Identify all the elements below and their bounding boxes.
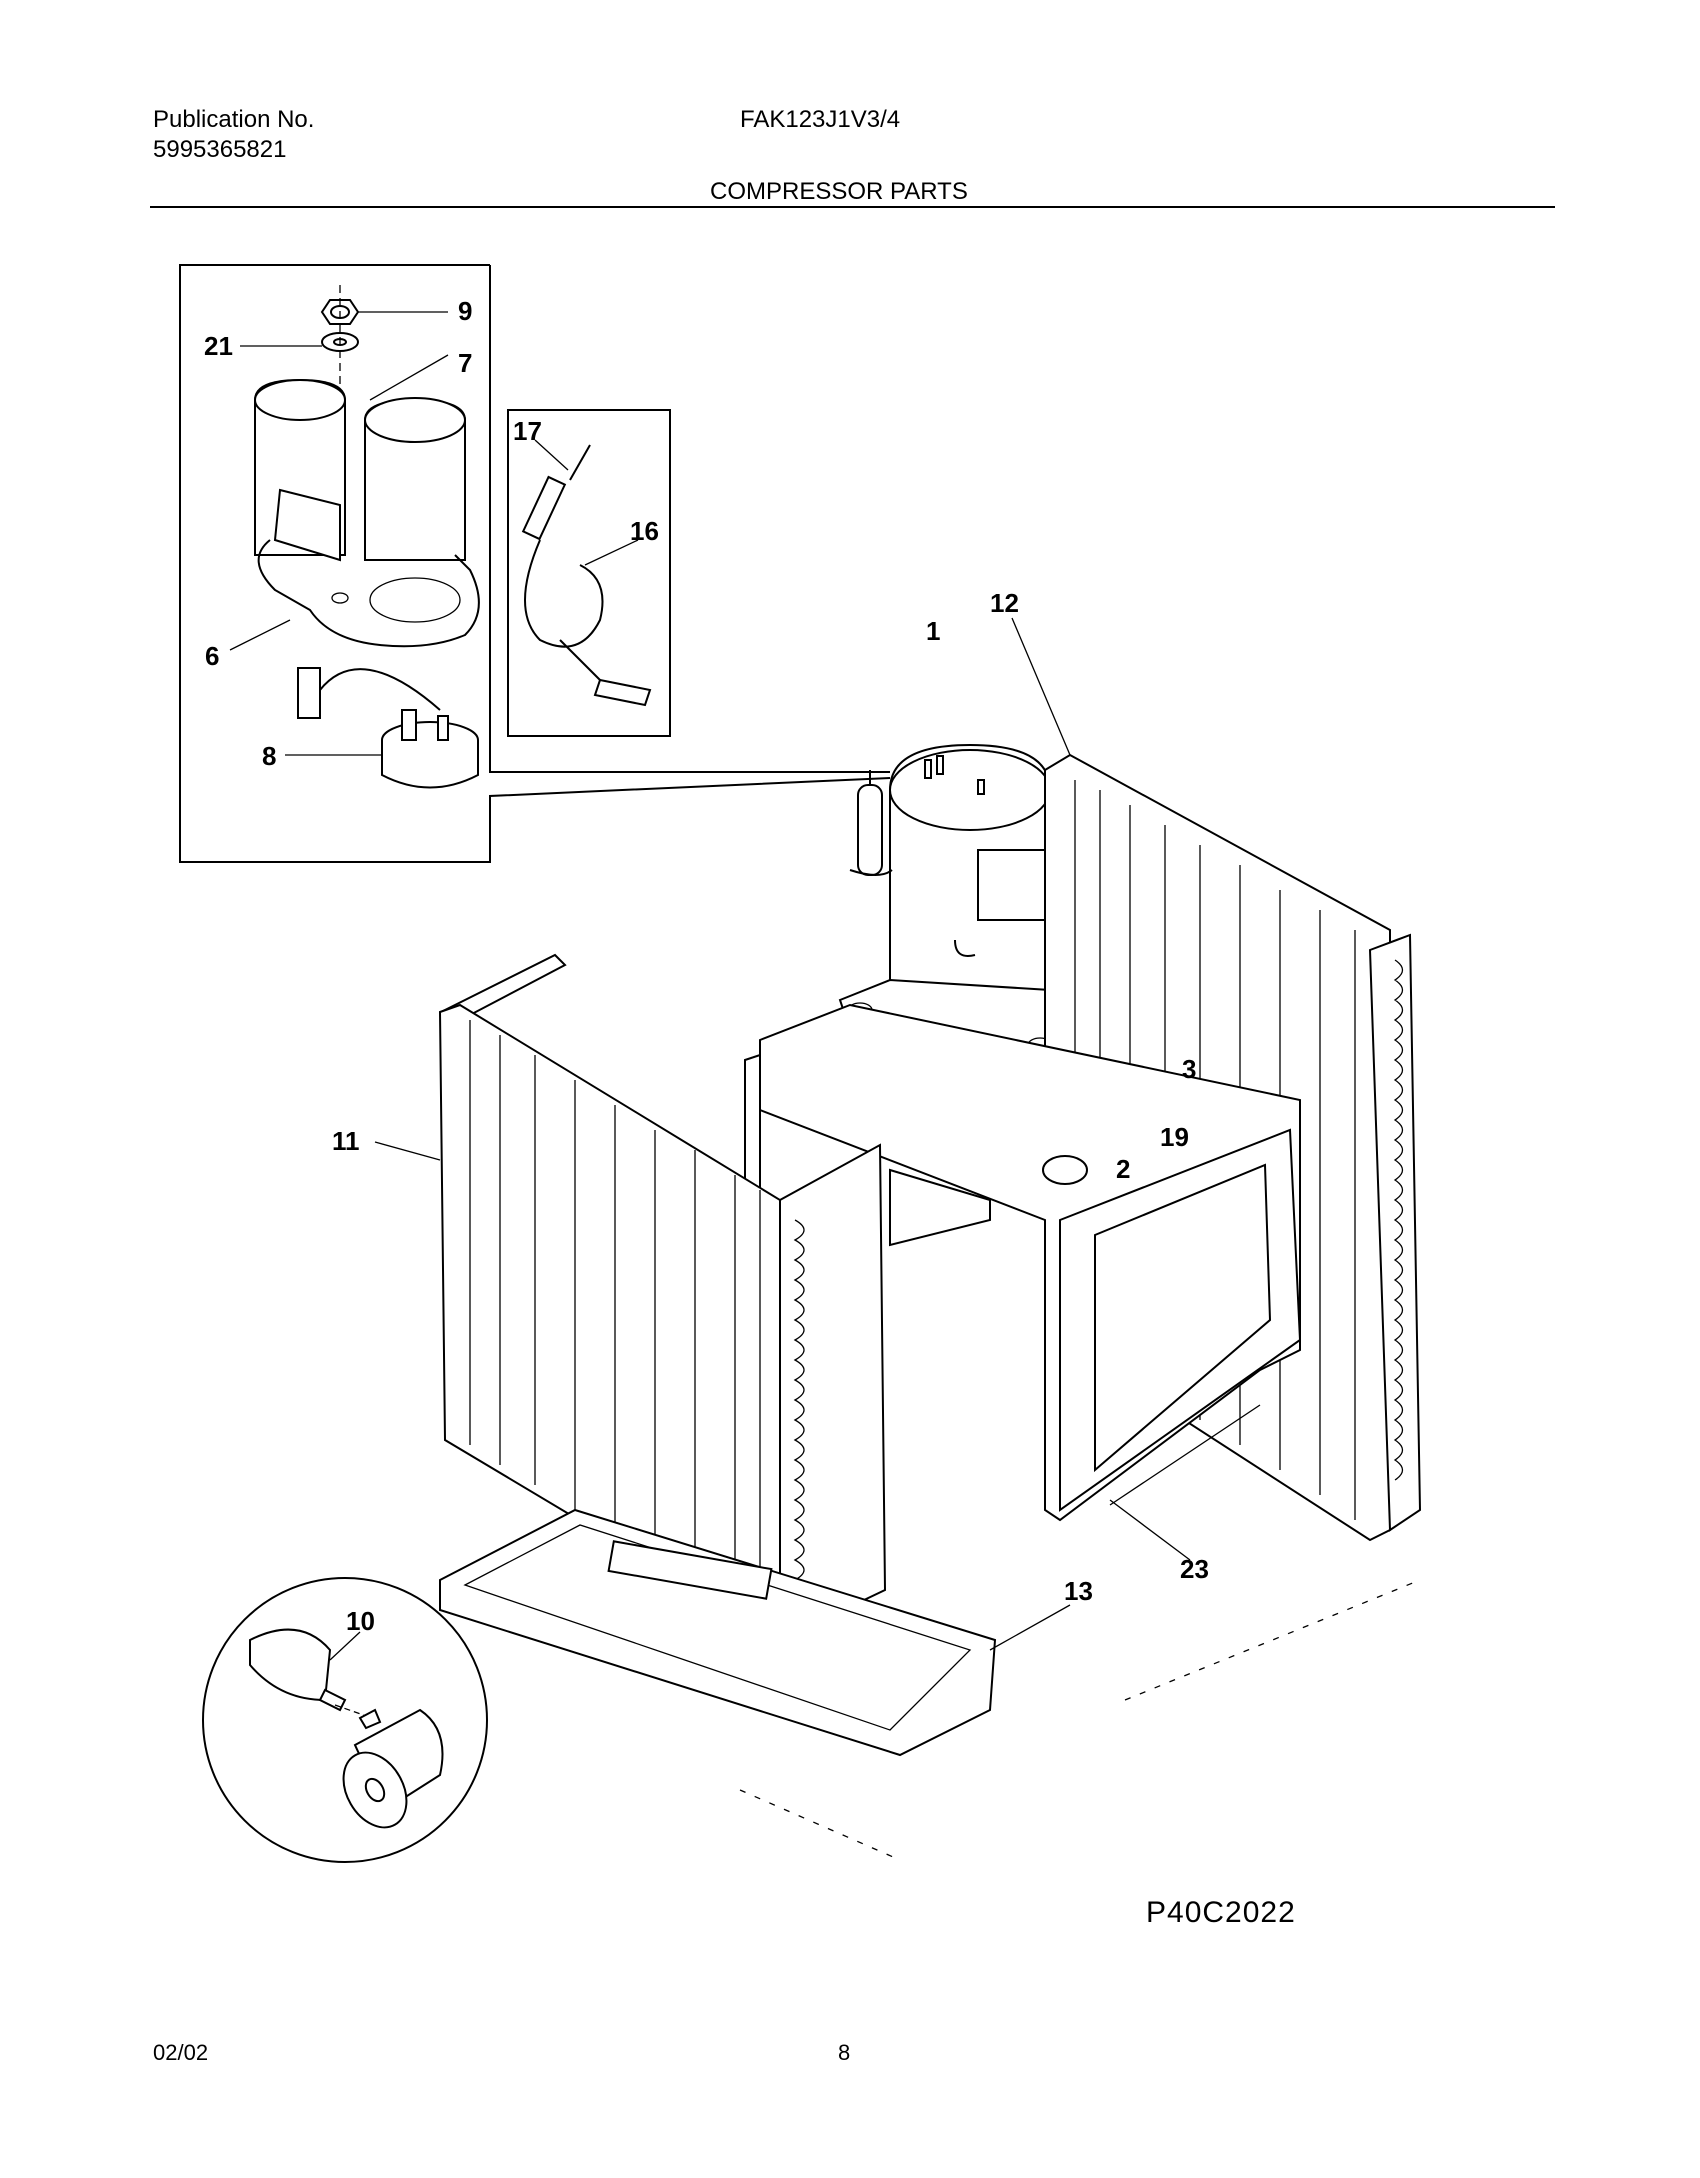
overload-protector-part [297, 667, 479, 789]
drawing-code: P40C2022 [1146, 1896, 1296, 1929]
inset-circle [202, 1577, 488, 1863]
inset-frame-small [507, 409, 671, 737]
publication-label: Publication No. [153, 106, 315, 133]
dual-capacitor-part [254, 378, 466, 562]
section-title: COMPRESSOR PARTS [710, 178, 968, 205]
model-number: FAK123J1V3/4 [740, 106, 901, 133]
footer-date: 02/02 [153, 2040, 209, 2065]
evaporator-coil-part [374, 953, 887, 1642]
callout-9: 9 [458, 296, 472, 326]
capacitor-clamp-part [249, 1628, 382, 1730]
inset-frame-right [489, 265, 890, 773]
callout-17: 17 [513, 416, 542, 446]
callout-21: 21 [204, 331, 233, 361]
callout-11: 11 [332, 1126, 360, 1156]
callout-10: 10 [346, 1606, 375, 1636]
callout-23: 23 [1180, 1554, 1209, 1584]
callout-7: 7 [458, 348, 472, 378]
inset-thermistor [507, 409, 671, 737]
page-number: 8 [838, 2040, 851, 2065]
base-bracket-part [744, 1003, 1302, 1561]
inset-frame [179, 264, 891, 863]
callout-19: 19 [1160, 1122, 1189, 1152]
fan-capacitor-part [342, 1708, 444, 1829]
base-pan-part [439, 1508, 1421, 1861]
publication-number: 5995365821 [153, 136, 287, 163]
callout-6: 6 [205, 641, 219, 671]
callout-12: 12 [990, 588, 1019, 618]
inset-motor-capacitor [202, 1577, 488, 1863]
callout-3: 3 [1182, 1054, 1196, 1084]
callout-1: 1 [926, 616, 940, 646]
callout-16: 16 [630, 516, 659, 546]
header-rule [150, 206, 1555, 208]
thermistor-sensor-part [521, 444, 652, 707]
callout-13: 13 [1064, 1576, 1093, 1606]
inset-capacitor-assembly [179, 264, 891, 863]
callout-8: 8 [262, 741, 276, 771]
gasket-part [257, 539, 480, 648]
callout-2: 2 [1116, 1154, 1130, 1184]
